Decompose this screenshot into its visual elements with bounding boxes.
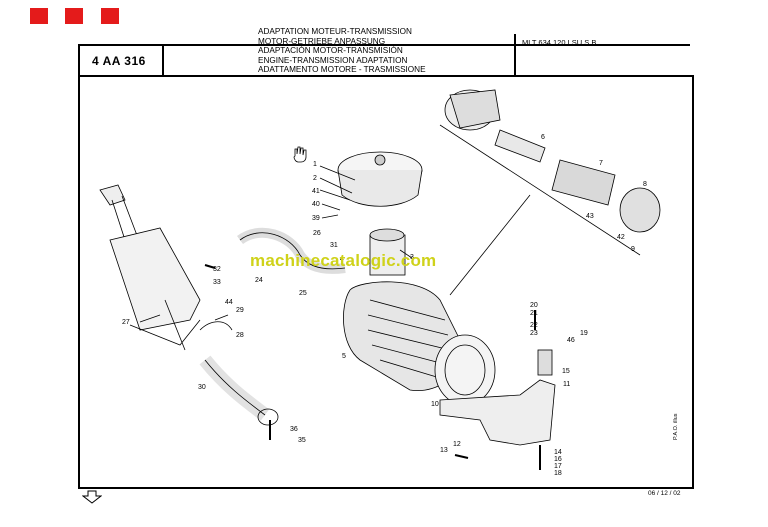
callout-29: 29 bbox=[236, 307, 244, 314]
callout-5: 5 bbox=[342, 353, 346, 360]
callout-21: 21 bbox=[530, 310, 538, 317]
callout-26: 26 bbox=[313, 230, 321, 237]
callout-42: 42 bbox=[617, 234, 625, 241]
down-arrow-icon[interactable] bbox=[81, 490, 103, 509]
callout-7: 7 bbox=[599, 160, 603, 167]
callout-46: 46 bbox=[567, 337, 575, 344]
callout-35: 35 bbox=[298, 437, 306, 444]
header-rule bbox=[78, 44, 690, 78]
callout-22: 22 bbox=[530, 322, 538, 329]
callout-18: 18 bbox=[554, 470, 562, 477]
callout-20: 20 bbox=[530, 302, 538, 309]
diagram-frame bbox=[78, 75, 694, 489]
intake-hose-part bbox=[237, 227, 346, 274]
filter-elements-part bbox=[439, 89, 661, 296]
elbow-part bbox=[369, 228, 406, 276]
bolts-part bbox=[204, 264, 541, 470]
code-box bbox=[78, 44, 164, 75]
callout-24: 24 bbox=[255, 277, 263, 284]
callout-31: 31 bbox=[330, 242, 338, 249]
footer-date: 06 / 12 / 02 bbox=[648, 490, 681, 497]
title-it: ADATTAMENTO MOTORE - TRASMISSIONE bbox=[258, 65, 426, 74]
callout-23: 23 bbox=[530, 330, 538, 337]
pipe-part bbox=[199, 321, 279, 426]
callout-44: 44 bbox=[225, 299, 233, 306]
page-code: 4 AA 316 bbox=[92, 54, 146, 68]
callout-15: 15 bbox=[562, 368, 570, 375]
callout-3: 3 bbox=[410, 254, 414, 261]
title-en: ENGINE-TRANSMISSION ADAPTATION bbox=[258, 55, 408, 65]
callout-40: 40 bbox=[312, 201, 320, 208]
callout-12: 12 bbox=[453, 441, 461, 448]
callout-16: 16 bbox=[554, 456, 562, 463]
callout-17: 17 bbox=[554, 463, 562, 470]
brand-square-2 bbox=[65, 8, 83, 24]
callout-32: 32 bbox=[213, 266, 221, 273]
callout-27: 27 bbox=[122, 319, 130, 326]
model-label: MLT 634 120 LSU S.B bbox=[522, 38, 597, 47]
callout-36: 36 bbox=[290, 426, 298, 433]
callout-39: 39 bbox=[312, 215, 320, 222]
filter-housing-part bbox=[343, 281, 496, 406]
callout-13: 13 bbox=[440, 447, 448, 454]
callout-8: 8 bbox=[643, 181, 647, 188]
callout-33: 33 bbox=[213, 279, 221, 286]
muffler-part bbox=[99, 184, 201, 351]
callout-19: 19 bbox=[580, 330, 588, 337]
callout-labels: 1 2 3 4 5 6 7 8 9 10 11 12 13 14 15 16 1… bbox=[122, 134, 647, 477]
callout-11: 11 bbox=[563, 381, 570, 388]
hand-pointer-icon bbox=[293, 146, 307, 163]
callout-30: 30 bbox=[198, 384, 206, 391]
callout-1: 1 bbox=[313, 161, 317, 168]
brand-square-3 bbox=[101, 8, 119, 24]
title-es: ADAPTACIÓN MOTOR-TRANSMISIÓN bbox=[258, 46, 403, 55]
callout-10: 10 bbox=[431, 401, 439, 408]
callout-41: 41 bbox=[312, 188, 320, 195]
callout-9: 9 bbox=[631, 246, 635, 253]
filter-cover-part bbox=[337, 151, 423, 207]
callout-2: 2 bbox=[313, 175, 317, 182]
callout-43: 43 bbox=[586, 213, 594, 220]
callout-14: 14 bbox=[554, 449, 562, 456]
watermark: machinecatalogic.com bbox=[250, 251, 437, 270]
side-note: P.A.O. illus bbox=[673, 413, 679, 441]
title-de: MOTOR-GETRIEBE ANPASSUNG bbox=[258, 36, 386, 46]
callout-6: 6 bbox=[541, 134, 545, 141]
title-block: ADAPTATION MOTEUR-TRANSMISSION MOTOR-GET… bbox=[258, 27, 426, 75]
title-fr: ADAPTATION MOTEUR-TRANSMISSION bbox=[258, 27, 412, 36]
callout-28: 28 bbox=[236, 332, 244, 339]
brand-square-1 bbox=[30, 8, 48, 24]
bracket-part bbox=[439, 349, 556, 446]
callout-25: 25 bbox=[299, 290, 307, 297]
callout-4: 4 bbox=[340, 256, 344, 263]
model-box bbox=[514, 34, 692, 75]
